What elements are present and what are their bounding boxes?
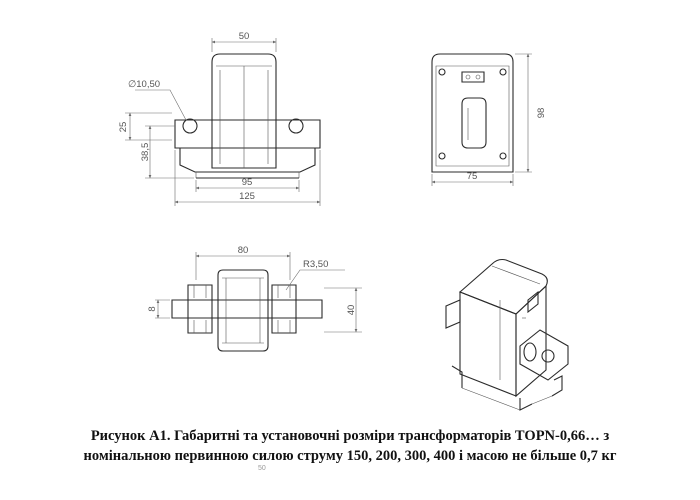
dim-width-80: 80 <box>238 245 249 256</box>
isometric-view <box>445 258 569 411</box>
dim-width-125: 125 <box>239 191 255 202</box>
dim-height-25: 25 <box>118 122 129 133</box>
caption-line-2: номінальною первинною силою струму 150, … <box>83 448 617 464</box>
figure-caption: Рисунок А1. Габаритні та установочні роз… <box>0 426 700 466</box>
caption-line-1: Рисунок А1. Габаритні та установочні роз… <box>90 428 610 444</box>
dim-hole-diameter: ∅10,50 <box>128 79 160 90</box>
dim-thickness-8: 8 <box>147 306 158 311</box>
dim-height-98: 98 <box>536 108 547 119</box>
front-view: 50 ∅10,50 25 38,5 95 125 <box>118 31 321 206</box>
top-view: 80 R3,50 8 40 <box>147 245 362 352</box>
dim-width-50: 50 <box>239 31 250 42</box>
dim-height-38-5: 38,5 <box>140 143 151 162</box>
side-view: 75 98 <box>431 53 547 186</box>
dim-width-95: 95 <box>242 177 253 188</box>
page-number: 50 <box>258 465 266 472</box>
mounting-hole-left <box>182 118 198 134</box>
dim-width-40: 40 <box>346 305 357 316</box>
mounting-hole-right <box>288 118 304 134</box>
dim-radius: R3,50 <box>303 259 328 270</box>
dim-width-75: 75 <box>467 171 478 182</box>
technical-drawing: 50 ∅10,50 25 38,5 95 125 <box>118 31 569 411</box>
